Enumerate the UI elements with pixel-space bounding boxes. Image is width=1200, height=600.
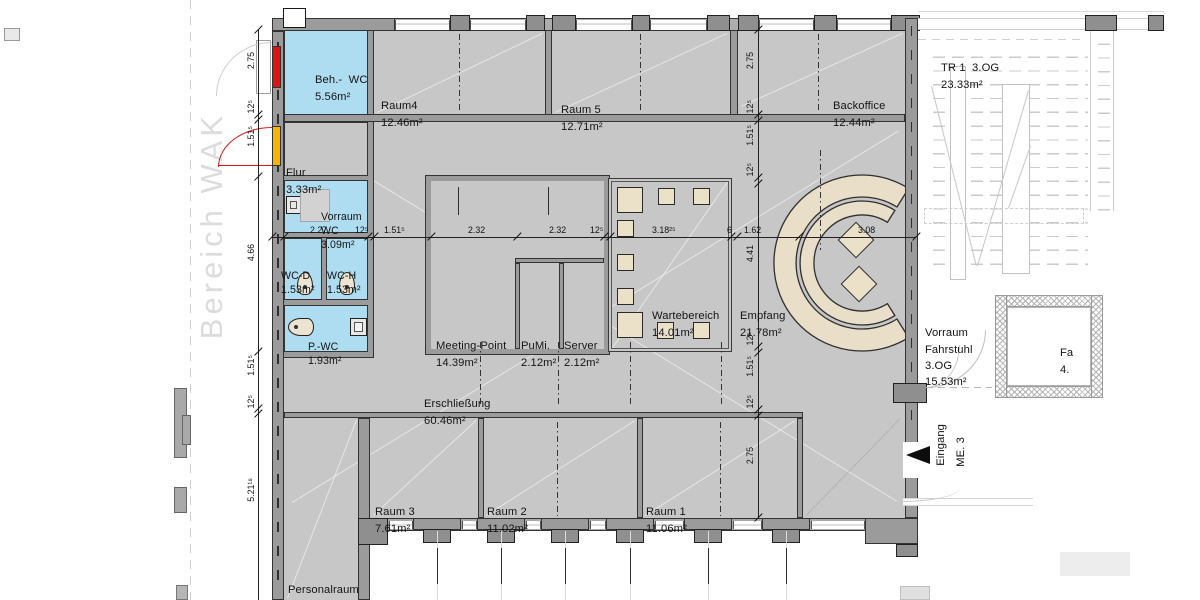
toilet-icon [339, 272, 355, 295]
dim-label: 2.75 [745, 447, 755, 465]
dim-line-vertical-left [258, 30, 259, 600]
seat [693, 188, 710, 205]
seat [617, 220, 634, 237]
dim-label: 5.21¹⁸ [246, 478, 256, 502]
dim-label: 6 [727, 225, 732, 235]
door-marker-yellow [272, 126, 281, 166]
dim-label: 3.18²⁵ [652, 225, 676, 235]
dim-label: 12⁵ [745, 163, 755, 177]
dim-label: 4.66 [246, 244, 256, 262]
pumi-wall-left [515, 263, 520, 349]
dim-label: 12⁵ [590, 225, 604, 235]
room-beh-wc [284, 30, 368, 116]
exterior-door-swing [216, 42, 272, 96]
door-leaf-red [218, 165, 272, 167]
fire-door-marker-red [272, 46, 281, 88]
dim-label: 12⁵ [745, 100, 755, 114]
dim-line-vertical-right [758, 30, 759, 518]
entrance-arrow-icon [906, 446, 930, 464]
dim-label: 12⁵ [246, 395, 256, 409]
label-pumi: PuMi.2.12m² [521, 340, 557, 369]
wall-cabinet [283, 8, 306, 28]
pumi-wall-top [515, 258, 604, 263]
dim-line-horizontal [272, 237, 916, 238]
room-flur [284, 122, 368, 176]
dim-label: 2.75 [246, 52, 256, 70]
dim-label: 1.51⁵ [246, 355, 256, 376]
dim-label: 2.27 [310, 225, 328, 235]
toilet-icon [288, 318, 314, 336]
wartebereich-boundary [608, 178, 732, 352]
seat [658, 188, 675, 205]
seat [617, 312, 643, 338]
dim-label: 1.51⁵ [246, 126, 256, 147]
seat [617, 254, 634, 271]
dim-label: 12⁵ [355, 225, 369, 235]
dim-label: 2.75 [745, 52, 755, 70]
dim-label: 3.08 [858, 225, 876, 235]
seat [657, 322, 674, 339]
seat [617, 288, 634, 305]
label-eingang-me3: ME. 3 [955, 437, 967, 467]
label-personalraum: PersonalraumTeeküche11.54m² [288, 584, 359, 597]
dim-label: 2.32 [468, 225, 486, 235]
dim-label: 1.51⁵ [384, 225, 405, 235]
shower-area [300, 189, 330, 222]
label-eingang: Eingang [935, 424, 947, 466]
dim-label: 4.41 [745, 245, 755, 263]
reception-desk [773, 174, 910, 352]
pumi-server-divider [559, 263, 564, 349]
dim-label: 1.62 [744, 225, 762, 235]
dim-label: 2.32 [549, 225, 567, 235]
seat [693, 322, 710, 339]
seat [617, 187, 643, 213]
toilet-icon [297, 272, 313, 295]
dim-label: 1.51⁵ [745, 125, 755, 146]
dim-label: 12⁵ [246, 100, 256, 114]
dim-label: 12⁵ [745, 395, 755, 409]
site-boundary-line [190, 0, 191, 600]
